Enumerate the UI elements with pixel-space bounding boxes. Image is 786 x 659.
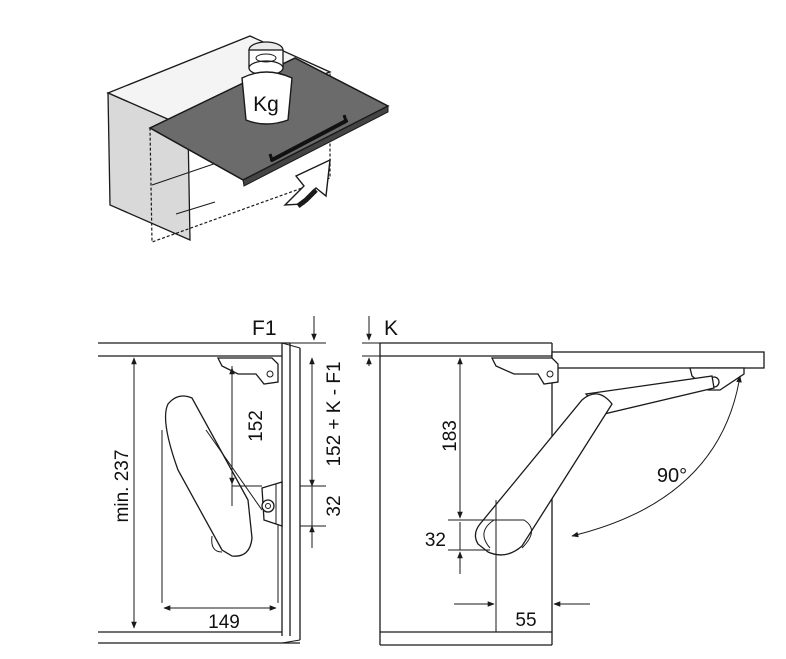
- angle-label: 90°: [657, 465, 687, 487]
- handle-icon: [270, 119, 348, 162]
- hinge-line: [175, 201, 216, 215]
- diagram-right: K 183 32 55 90°: [362, 316, 765, 646]
- open-flap: [551, 351, 765, 369]
- dim-depth-label: 149: [208, 612, 240, 633]
- dim-total-label: 152 + K - F1: [324, 361, 345, 466]
- folded-lift-arm: [164, 395, 253, 557]
- dim-arm-vertical-label: 152: [246, 410, 267, 442]
- lift-arrow-tail: [296, 188, 318, 208]
- cabinet-illustration: [106, 35, 390, 243]
- diagram-left: min. 237 152 152 + K - F1 32 F1 149: [98, 316, 345, 644]
- handle-ends: [268, 114, 348, 161]
- dim-height-right-label: 183: [440, 420, 461, 452]
- dim-depth-right-label: 55: [515, 610, 536, 631]
- dim-pivot-label: 32: [324, 495, 345, 516]
- weight-label: Kg: [253, 93, 279, 116]
- k-label: K: [384, 317, 398, 340]
- dim-pivot-right-label: 32: [425, 530, 446, 551]
- dim-height-label: min. 237: [112, 450, 133, 523]
- weight-icon: Kg: [241, 41, 293, 125]
- angle-arc: [571, 375, 742, 538]
- f1-label: F1: [252, 317, 277, 340]
